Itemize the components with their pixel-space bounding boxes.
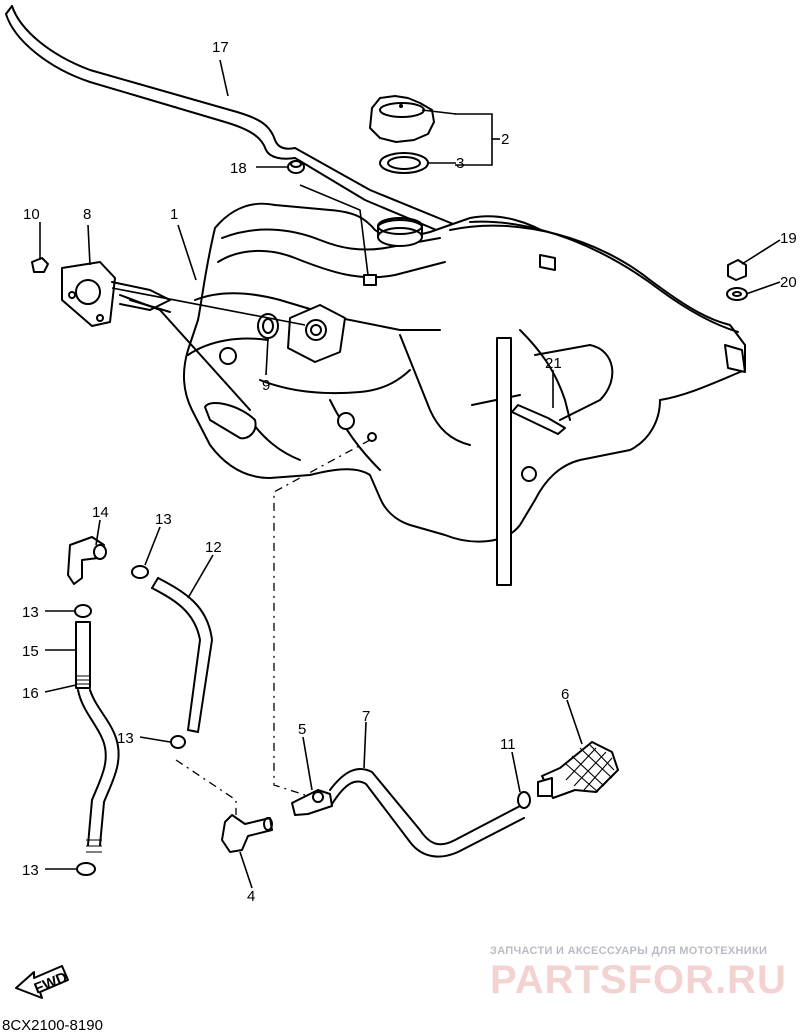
fuel-cap-2 [369,95,435,143]
callout-21: 21 [545,355,562,372]
callout-14: 14 [92,504,109,521]
callout-7: 7 [362,708,370,725]
clamp-13c [170,735,186,749]
clamp-18 [287,160,305,174]
callout-16: 16 [22,685,39,702]
callout-12: 12 [205,539,222,556]
dash-line-tank-to-valve [273,439,371,796]
screw-10 [31,257,49,273]
fwd-arrow: FWD [15,965,70,999]
fuel-tank-1 [182,202,746,543]
leader-lines [39,59,781,889]
callout-13-b: 13 [22,604,39,621]
callout-labels: 17 2 3 18 10 8 1 9 19 20 21 14 13 12 13 … [22,39,797,905]
callout-13-c: 13 [117,730,134,747]
hose-12 [151,577,213,733]
callout-1: 1 [170,206,178,223]
callout-20: 20 [780,274,797,291]
washer-20 [726,287,748,301]
tee-fitting-4 [221,814,273,853]
overflow-tube [496,337,512,586]
diagram-code: 8CX2100-8190 [2,1017,103,1034]
watermark-tagline: ЗАПЧАСТИ И АКСЕССУАРЫ ДЛЯ МОТОТЕХНИКИ [490,945,767,957]
hose-16 [77,689,120,853]
callout-5: 5 [298,721,306,738]
callout-8: 8 [83,206,91,223]
callout-3: 3 [456,155,464,172]
clamp-13b [74,604,92,618]
callout-11: 11 [500,736,516,753]
callout-15: 15 [22,643,39,660]
fuel-filter-6 [537,741,619,799]
fuel-cock-5 [291,789,333,816]
callout-2: 2 [501,131,509,148]
callout-13-a: 13 [155,511,172,528]
dash-line-13-to-4 [175,759,237,815]
clamp-13d [76,862,96,876]
clamp-13a [131,565,149,579]
watermark-brand: PARTSFOR.RU [490,958,787,1002]
fuel-hose-7 [329,768,525,858]
nut-19 [727,259,747,281]
gauge-plate-8 [61,261,251,411]
gasket-3 [379,152,429,174]
callout-4: 4 [247,888,255,905]
callout-6: 6 [561,686,569,703]
callout-19: 19 [780,230,797,247]
fwd-label: FWD [32,969,70,998]
callout-9: 9 [262,377,270,394]
pipe-15 [75,621,91,689]
fitting-14 [67,536,107,585]
callout-17: 17 [212,39,229,56]
watermark: ЗАПЧАСТИ И АКСЕССУАРЫ ДЛЯ МОТОТЕХНИКИ PA… [490,945,787,1002]
clamp-11 [517,791,531,809]
callout-18: 18 [230,160,247,177]
callout-13-d: 13 [22,862,39,879]
callout-10: 10 [23,206,40,223]
